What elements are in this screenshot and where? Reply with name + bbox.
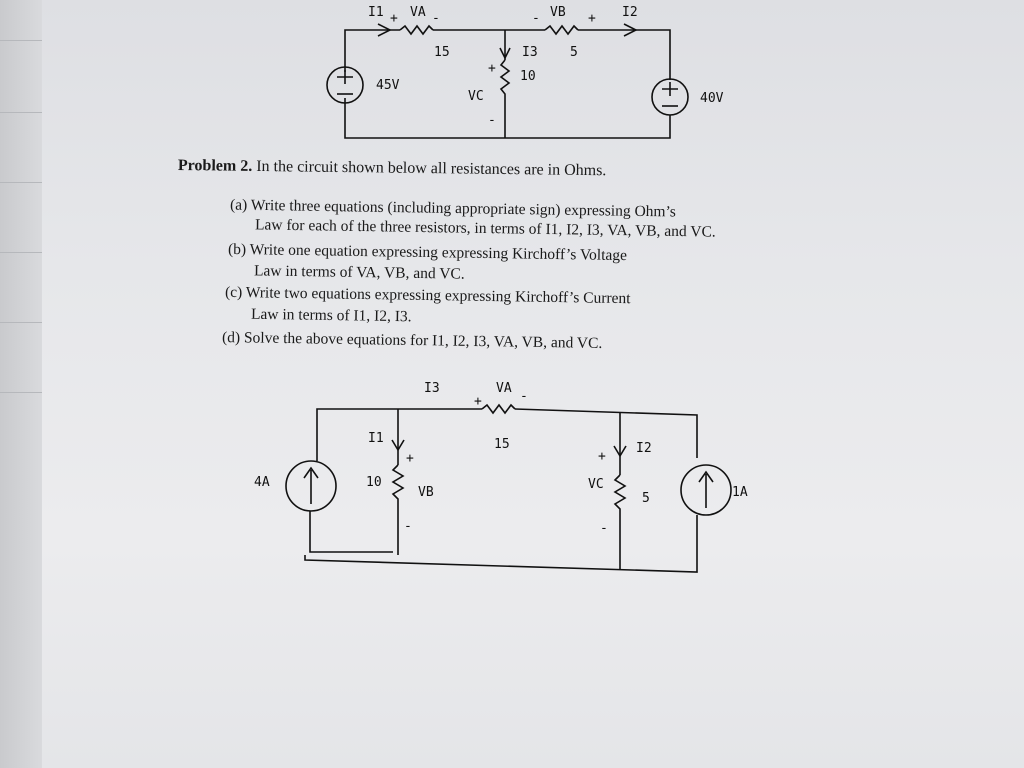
bottom-label-vc-plus: + <box>598 449 606 464</box>
top-label-i3: I3 <box>522 45 538 60</box>
top-label-r5: 5 <box>570 45 578 60</box>
top-label-vb-minus: - <box>532 11 540 26</box>
bottom-label-i3: I3 <box>424 381 440 396</box>
bottom-label-r5: 5 <box>642 491 650 506</box>
bottom-label-vb: VB <box>418 485 434 500</box>
bottom-label-i2: I2 <box>636 441 652 456</box>
bottom-label-r15: 15 <box>494 437 510 452</box>
top-label-vb: VB <box>550 5 566 20</box>
top-label-va: VA <box>410 5 426 20</box>
bottom-label-vc: VC <box>588 477 604 492</box>
bottom-label-1a: 1A <box>732 485 748 500</box>
top-label-i1: I1 <box>368 5 384 20</box>
top-label-r10: 10 <box>520 69 536 84</box>
top-label-45v: 45V <box>376 78 400 93</box>
bottom-label-vb-minus: - <box>404 519 412 534</box>
top-label-va-minus: - <box>432 11 440 26</box>
notebook-edge <box>0 0 42 768</box>
top-label-r15: 15 <box>434 45 450 60</box>
bottom-label-va-minus: - <box>520 389 528 404</box>
top-label-vc-plus: + <box>488 61 496 76</box>
top-label-va-plus: + <box>390 11 398 26</box>
bottom-label-va-plus: + <box>474 394 482 409</box>
bottom-label-4a: 4A <box>254 475 270 490</box>
bottom-label-r10: 10 <box>366 475 382 490</box>
top-label-vc: VC <box>468 89 484 104</box>
top-label-vb-plus: + <box>588 11 596 26</box>
top-label-40v: 40V <box>700 91 724 106</box>
bottom-label-vb-plus: + <box>406 451 414 466</box>
top-label-vc-minus: - <box>488 113 496 128</box>
bottom-label-i1: I1 <box>368 431 384 446</box>
top-label-i2: I2 <box>622 5 638 20</box>
bottom-label-va: VA <box>496 381 512 396</box>
bottom-label-vc-minus: - <box>600 521 608 536</box>
